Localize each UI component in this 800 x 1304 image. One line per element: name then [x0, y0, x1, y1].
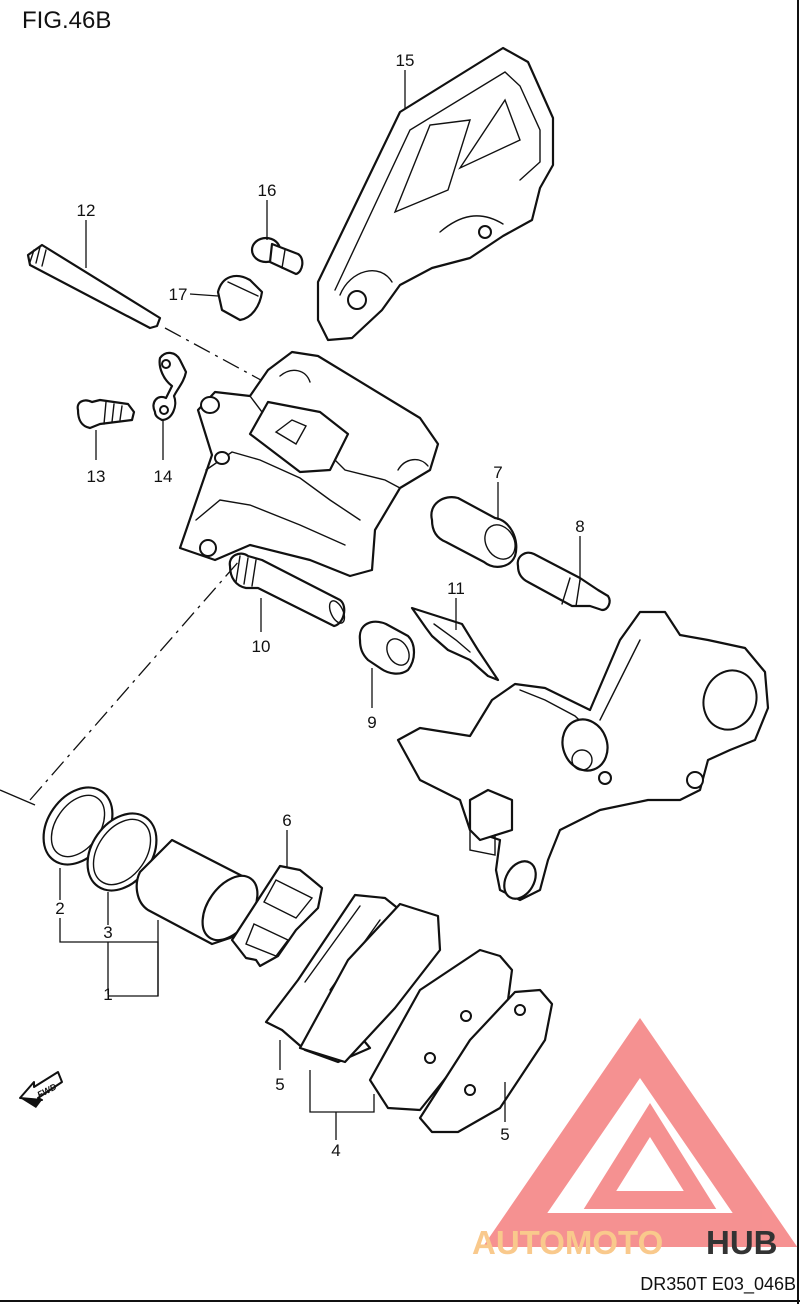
part-11-pad-spring — [410, 606, 500, 682]
part-7-sleeve — [430, 496, 518, 568]
part-9-boot — [358, 620, 416, 675]
label-15: 15 — [396, 51, 415, 70]
fwd-arrow-icon: FWD — [19, 1071, 63, 1108]
label-14: 14 — [154, 467, 173, 486]
figure-code: DR350T E03_046B — [640, 1274, 796, 1295]
part-15-caliper-guard — [316, 46, 555, 342]
part-5-pad-set — [368, 948, 554, 1134]
label-4: 4 — [331, 1141, 340, 1160]
part-13-bleeder-valve — [76, 398, 136, 430]
label-16: 16 — [258, 181, 277, 200]
part-4-pad-set — [264, 893, 442, 1064]
part-17-cap — [216, 274, 264, 322]
part-12-pin — [26, 243, 162, 330]
part-16-bolt — [250, 236, 304, 276]
label-13: 13 — [87, 467, 106, 486]
part-10-slide-pin — [228, 552, 346, 628]
label-5-right: 5 — [500, 1125, 509, 1144]
label-9: 9 — [367, 713, 376, 732]
label-7: 7 — [493, 463, 502, 482]
pin-axis-line — [164, 327, 271, 386]
part-14-clip — [152, 351, 188, 422]
figure-title: FIG.46B — [22, 7, 111, 34]
label-1: 1 — [103, 985, 112, 1004]
label-10: 10 — [252, 637, 271, 656]
label-11: 11 — [447, 579, 465, 598]
part-8-bolt — [516, 551, 611, 612]
label-5-left: 5 — [275, 1075, 284, 1094]
label-2: 2 — [55, 899, 64, 918]
part-6-shim — [230, 864, 324, 968]
label-17: 17 — [169, 285, 188, 304]
watermark-brand-part1: AUTOMOTO — [472, 1224, 663, 1261]
label-8: 8 — [575, 517, 584, 536]
caliper-holder — [396, 610, 770, 902]
label-3: 3 — [103, 923, 112, 942]
part-labels: 15 16 12 17 13 14 7 8 11 10 9 6 2 3 1 5 … — [55, 51, 584, 1160]
leader-lines — [0, 70, 581, 1140]
watermark-logo — [482, 1017, 798, 1247]
caliper-body — [178, 350, 440, 578]
label-12: 12 — [77, 201, 96, 220]
label-6: 6 — [282, 811, 291, 830]
watermark-brand-part2: HUB — [706, 1224, 778, 1261]
